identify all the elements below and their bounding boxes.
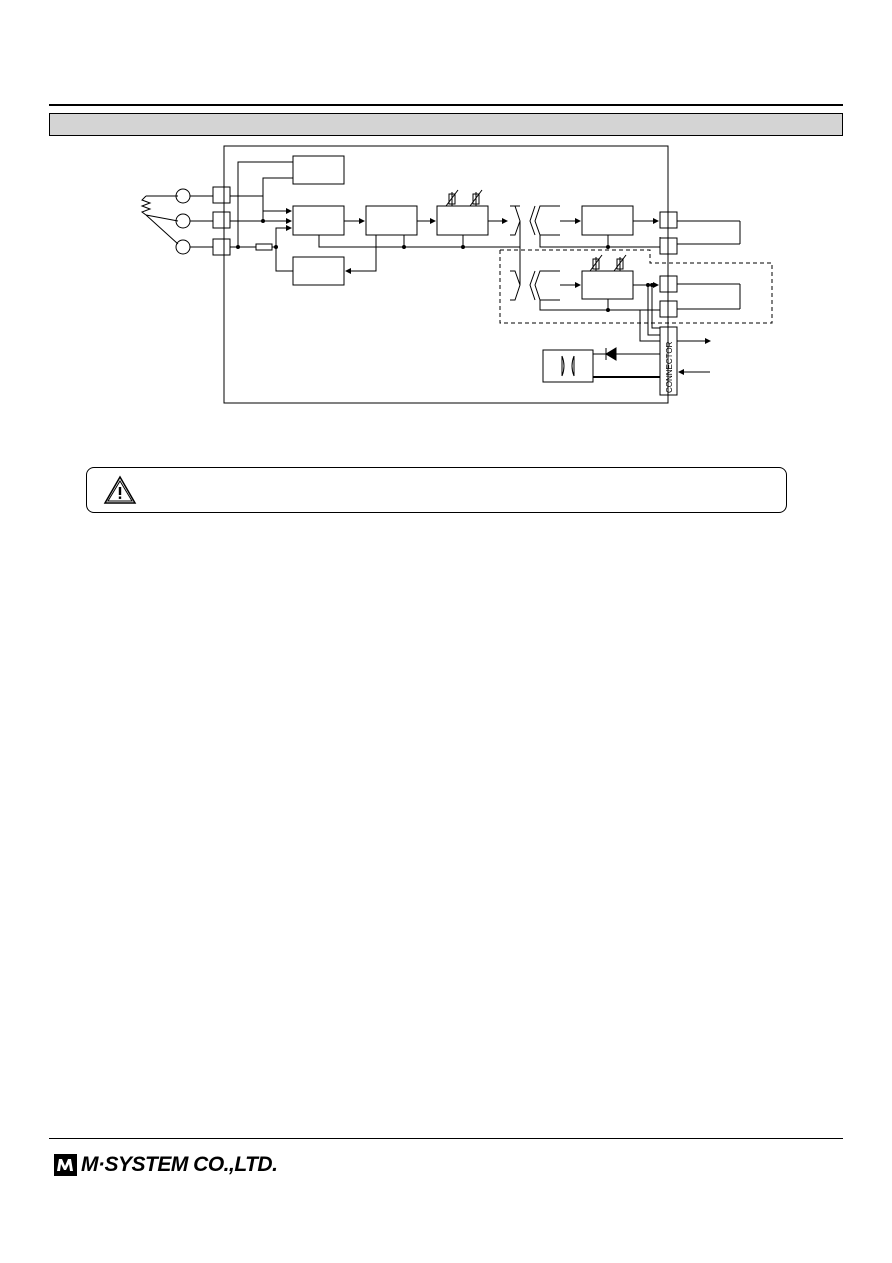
- rtd-sensor-icon: [140, 195, 179, 245]
- module-enclosure: [223, 145, 669, 404]
- output-terminal-1: [659, 211, 678, 229]
- zero-adjust-2-icon: [589, 254, 603, 272]
- m-system-logo-mark: [54, 1154, 77, 1176]
- warning-triangle-icon: [103, 475, 137, 504]
- option-region: [499, 249, 773, 324]
- span-adjust-icon: [469, 189, 483, 207]
- input-terminal-2: [212, 211, 231, 229]
- zero-adjust-icon: [445, 189, 459, 207]
- diode-icon: [605, 347, 617, 361]
- input-terminal-1: [212, 186, 231, 204]
- connector-block: [659, 326, 678, 396]
- isolation-transformer-1: [510, 205, 560, 236]
- company-name: M·SYSTEM CO.,LTD.: [81, 1153, 278, 1176]
- converter-block: [365, 205, 418, 236]
- footer-rule: [49, 1138, 843, 1139]
- terminal-circle-a: [175, 188, 191, 204]
- transformer-icon: [561, 355, 575, 377]
- span-adjust-2-icon: [613, 254, 627, 272]
- terminal-circle-b: [175, 213, 191, 229]
- company-logo: M·SYSTEM CO.,LTD.: [54, 1152, 278, 1178]
- resistor: [255, 243, 273, 251]
- input-amplifier-block: [292, 205, 345, 236]
- power-transformer-block: [542, 349, 594, 383]
- excitation-block: [292, 155, 345, 185]
- output2-block: [581, 270, 634, 300]
- output1-block: [581, 205, 634, 236]
- output-terminal-2: [659, 237, 678, 255]
- isolation-transformer-2: [510, 270, 560, 301]
- terminal-circle-c: [175, 239, 191, 255]
- input-terminal-3: [212, 238, 231, 256]
- block-diagram: CONNECTOR: [120, 140, 780, 410]
- adjust-block: [436, 205, 489, 236]
- caution-box: [86, 467, 787, 513]
- burnout-block: [292, 256, 345, 286]
- section-title-bar: [49, 113, 843, 136]
- connector-label: CONNECTOR: [665, 341, 674, 393]
- header-rule: [49, 104, 843, 106]
